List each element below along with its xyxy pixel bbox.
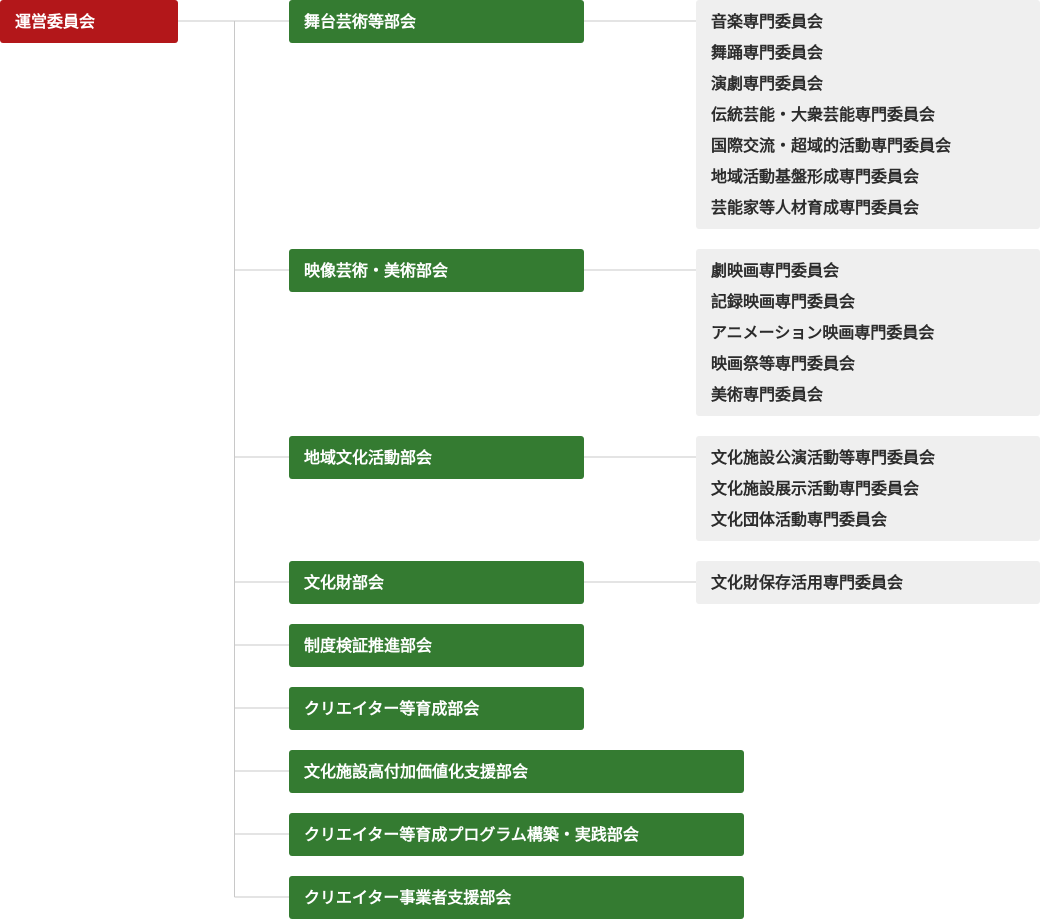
department-label: 制度検証推進部会 <box>304 636 433 655</box>
department-label: 舞台芸術等部会 <box>304 12 417 31</box>
committee-item: 文化財保存活用専門委員会 <box>711 573 904 592</box>
committee-item: 美術専門委員会 <box>711 385 824 404</box>
root-node-steering-committee: 運営委員会 <box>0 0 178 43</box>
committee-item: 文化施設公演活動等専門委員会 <box>711 448 936 467</box>
committee-item: 国際交流・超域的活動専門委員会 <box>711 136 952 155</box>
department-label: 映像芸術・美術部会 <box>304 261 449 280</box>
committee-item: 伝統芸能・大衆芸能専門委員会 <box>711 105 936 124</box>
department-node: 文化財部会 <box>289 561 584 604</box>
department-label: 文化財部会 <box>304 573 385 592</box>
committee-item: 文化施設展示活動専門委員会 <box>711 479 920 498</box>
department-node: クリエイター等育成部会 <box>289 687 584 730</box>
department-node: 文化施設高付加価値化支援部会 <box>289 750 744 793</box>
department-node: 制度検証推進部会 <box>289 624 584 667</box>
committee-item: 音楽専門委員会 <box>711 12 824 31</box>
root-node-label: 運営委員会 <box>15 12 96 31</box>
committee-item: 芸能家等人材育成専門委員会 <box>711 198 920 217</box>
committee-group: 音楽専門委員会舞踊専門委員会演劇専門委員会伝統芸能・大衆芸能専門委員会国際交流・… <box>696 0 1040 229</box>
department-label: 文化施設高付加価値化支援部会 <box>304 762 529 781</box>
department-node: 舞台芸術等部会 <box>289 0 584 43</box>
department-node: 映像芸術・美術部会 <box>289 249 584 292</box>
committee-item: 舞踊専門委員会 <box>711 43 824 62</box>
department-node: 地域文化活動部会 <box>289 436 584 479</box>
committee-item: 映画祭等専門委員会 <box>711 354 856 373</box>
department-label: 地域文化活動部会 <box>304 448 433 467</box>
committee-item: アニメーション映画専門委員会 <box>711 323 935 342</box>
committee-item: 劇映画専門委員会 <box>711 261 840 280</box>
committee-group: 文化施設公演活動等専門委員会文化施設展示活動専門委員会文化団体活動専門委員会 <box>696 436 1040 541</box>
department-label: クリエイター等育成プログラム構築・実践部会 <box>304 825 639 844</box>
committee-item: 地域活動基盤形成専門委員会 <box>711 167 920 186</box>
committee-item: 記録映画専門委員会 <box>711 292 856 311</box>
committee-group: 文化財保存活用専門委員会 <box>696 561 1040 604</box>
committee-item: 文化団体活動専門委員会 <box>711 510 888 529</box>
department-node: クリエイター等育成プログラム構築・実践部会 <box>289 813 744 856</box>
department-node: クリエイター事業者支援部会 <box>289 876 744 919</box>
department-label: クリエイター等育成部会 <box>304 699 480 718</box>
committee-item: 演劇専門委員会 <box>711 74 824 93</box>
committee-group: 劇映画専門委員会記録映画専門委員会アニメーション映画専門委員会映画祭等専門委員会… <box>696 249 1040 416</box>
department-label: クリエイター事業者支援部会 <box>304 888 512 907</box>
